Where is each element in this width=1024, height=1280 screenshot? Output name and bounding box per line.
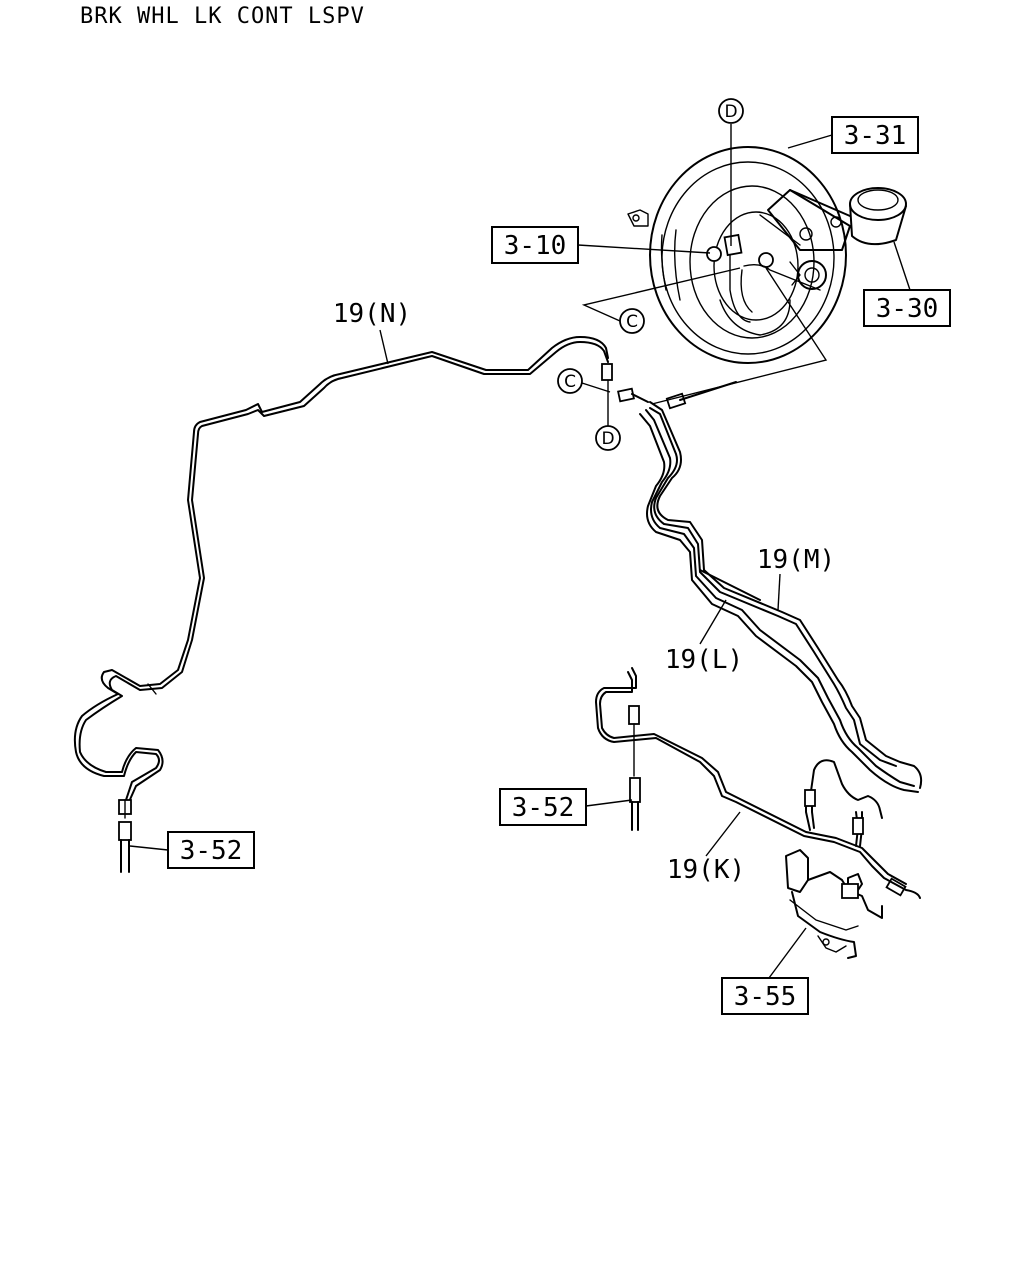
ref-3-52-right[interactable]: 3-52 [499,788,587,826]
page-title: BRK WHL LK CONT LSPV [80,4,365,29]
leader-3-52-right [585,799,633,807]
ref-3-30[interactable]: 3-30 [863,289,951,327]
ref-3-55[interactable]: 3-55 [721,977,809,1015]
leader-19-l [699,599,727,645]
pipe-19-n [73,336,613,815]
ref-3-30-label: 3-30 [876,294,939,324]
pipe-19-m-label: 19(M) [757,545,835,575]
connector-d-mid-label: D [601,429,614,449]
leader-19-k [705,811,741,857]
leader-3-30 [893,241,911,291]
leader-19-n [379,329,389,365]
brake-booster [627,146,847,364]
leader-3-31 [787,134,833,149]
leader-19-m [777,573,781,611]
pipe-19-l-label: 19(L) [665,645,743,675]
connector-c-top-label: C [626,312,638,332]
connector-c-top: C [581,267,741,334]
ref-3-52-right-label: 3-52 [512,793,575,823]
pipe-19-k [595,667,921,899]
outlet-leader [651,267,828,405]
leader-3-55 [765,927,807,983]
connector-d-mid: D [595,380,621,451]
connector-c-mid-label: C [564,372,576,392]
hose-right [629,723,641,831]
pipe-19-k-label: 19(K) [667,855,745,885]
master-cylinder [706,187,907,291]
ref-3-52-left-label: 3-52 [180,836,243,866]
ref-3-52-left[interactable]: 3-52 [167,831,255,869]
ref-3-31[interactable]: 3-31 [831,116,919,154]
hose-left [118,799,132,873]
connector-d-top: D [718,98,744,246]
leader-3-10 [577,244,711,254]
ref-3-55-label: 3-55 [734,982,797,1012]
connector-c-mid: C [557,368,611,394]
ref-3-31-label: 3-31 [844,121,907,151]
connector-d-top-label: D [724,102,737,122]
pipe-19-n-label: 19(N) [333,299,411,329]
ref-3-10-label: 3-10 [504,231,567,261]
lspv-valve [785,849,883,959]
ref-3-10[interactable]: 3-10 [491,226,579,264]
leader-3-52-left [129,845,169,851]
